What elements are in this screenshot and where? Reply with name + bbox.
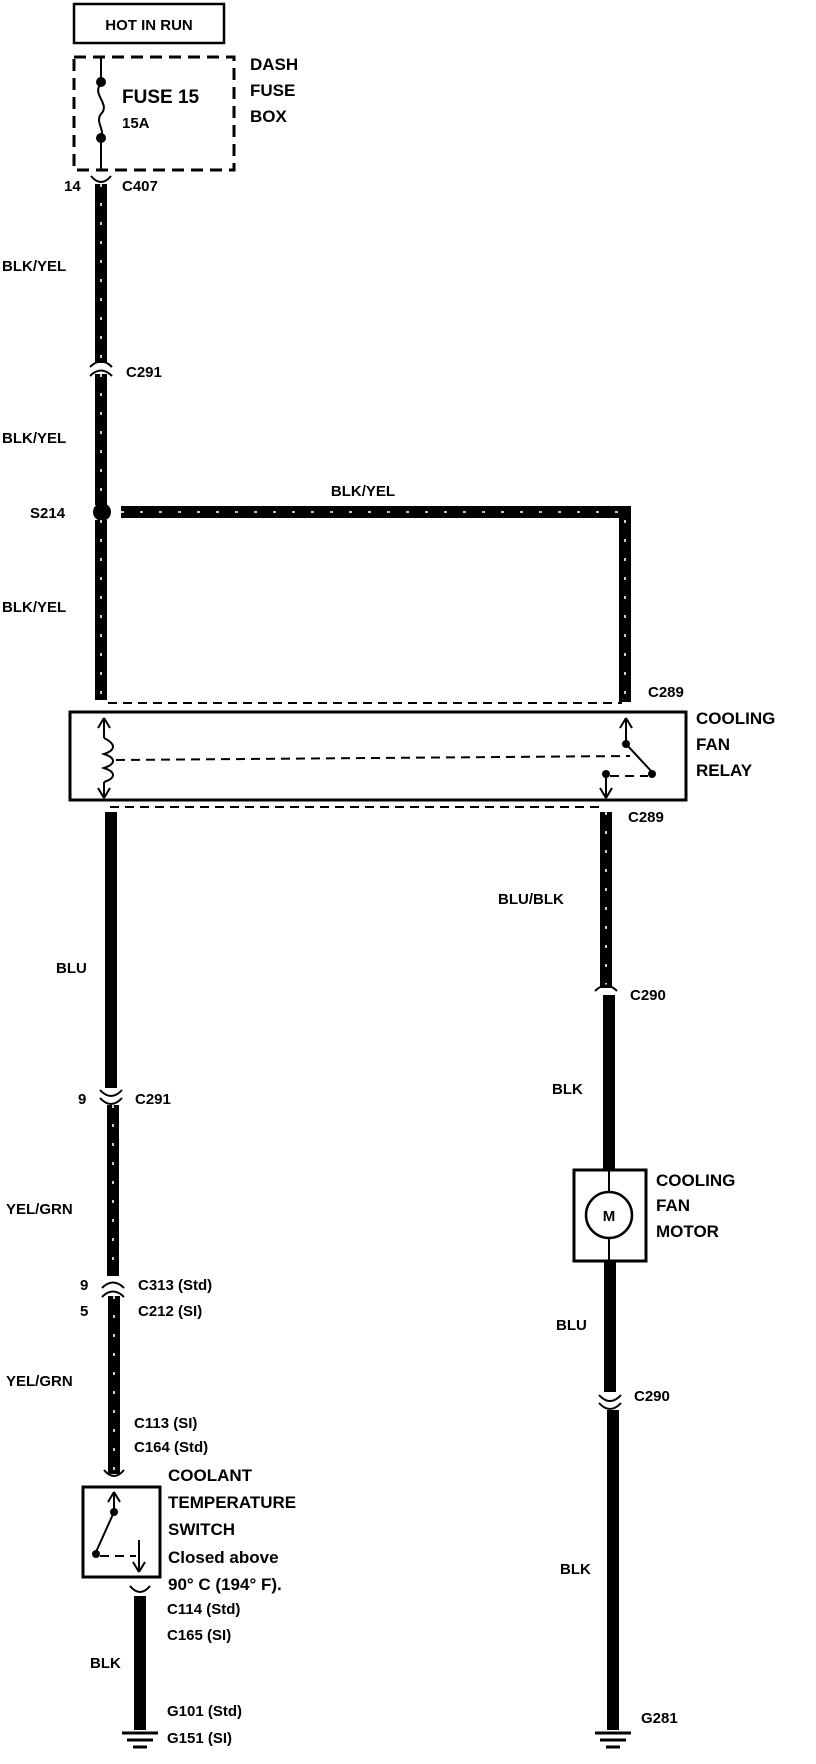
c290-bottom-label: C290 <box>634 1388 670 1405</box>
ground-g101-icon <box>122 1731 158 1749</box>
connector-c291-bottom: 9 C291 <box>78 1089 171 1108</box>
ground-g281-icon <box>595 1731 631 1749</box>
motor-label-3: MOTOR <box>656 1222 719 1241</box>
wire-label-blk-right-1: BLK <box>552 1081 583 1098</box>
c291-bottom-label: C291 <box>135 1091 171 1108</box>
coolant-temperature-switch: COOLANT TEMPERATURE SWITCH Closed above … <box>81 1466 296 1594</box>
fuse-element-icon <box>97 83 105 137</box>
switch-label-4: Closed above <box>168 1548 279 1567</box>
c289-bottom-label: C289 <box>628 809 664 826</box>
temperature-switch-icon <box>95 1511 115 1553</box>
wire-label-blk-yel-horizontal: BLK/YEL <box>331 483 395 500</box>
wire-label-blu-right: BLU <box>556 1317 587 1334</box>
motor-label-2: FAN <box>656 1196 690 1215</box>
relay-switch-icon <box>625 743 653 773</box>
switch-label-5: 90° C (194° F). <box>168 1575 282 1594</box>
c407-label: C407 <box>122 178 158 195</box>
relay-label-3: RELAY <box>696 761 753 780</box>
motor-symbol: M <box>603 1208 616 1225</box>
relay-label-2: FAN <box>696 735 730 754</box>
hot-in-run-label: HOT IN RUN <box>105 17 193 34</box>
relay-coil-icon <box>100 737 114 783</box>
c289-top-label: C289 <box>648 684 684 701</box>
connector-c407: 14 C407 <box>64 175 158 195</box>
dash-fuse-box: FUSE 15 15A DASH FUSE BOX <box>72 55 298 172</box>
g101-label: G101 (Std) <box>167 1703 242 1720</box>
wire-label-yel-grn-2: YEL/GRN <box>6 1373 73 1390</box>
hot-in-run-box: HOT IN RUN <box>72 2 226 45</box>
switch-label-2: TEMPERATURE <box>168 1493 296 1512</box>
fusebox-label-2: FUSE <box>250 81 295 100</box>
c212-pin: 5 <box>80 1303 88 1320</box>
wire-label-blu-left: BLU <box>56 960 87 977</box>
fusebox-label-1: DASH <box>250 55 298 74</box>
splice-s214: S214 <box>30 503 111 522</box>
g281-label: G281 <box>641 1710 678 1727</box>
cooling-fan-motor: M COOLING FAN MOTOR <box>572 1168 735 1263</box>
fuse-rating: 15A <box>122 115 150 132</box>
wire-label-blk-right-2: BLK <box>560 1561 591 1578</box>
c290-top-label: C290 <box>630 987 666 1004</box>
switch-label-3: SWITCH <box>168 1520 235 1539</box>
motor-label-1: COOLING <box>656 1171 735 1190</box>
wire-label-blk-yel-3: BLK/YEL <box>2 599 66 616</box>
wire-label-blk-yel-1: BLK/YEL <box>2 258 66 275</box>
connector-c289-bottom: C289 <box>110 806 664 826</box>
c164-label: C164 (Std) <box>134 1439 208 1456</box>
wire-label-yel-grn-1: YEL/GRN <box>6 1201 73 1218</box>
c165-label: C165 (SI) <box>167 1627 231 1644</box>
c114-label: C114 (Std) <box>167 1601 240 1618</box>
c407-pin: 14 <box>64 178 81 195</box>
wire-blk-left <box>129 1585 151 1730</box>
c291-top-label: C291 <box>126 364 162 381</box>
connector-c291-top: C291 <box>89 360 162 381</box>
connector-c313-c212: 9 C313 (Std) 5 C212 (SI) <box>80 1277 212 1320</box>
wire-label-blk-left: BLK <box>90 1655 121 1672</box>
wire-blk-yel-horizontal <box>121 506 631 702</box>
s214-label: S214 <box>30 505 66 522</box>
g151-label: G151 (SI) <box>167 1730 232 1747</box>
c113-label: C113 (SI) <box>134 1415 197 1432</box>
cooling-fan-relay: COOLING FAN RELAY <box>68 709 775 802</box>
wire-label-blu-blk: BLU/BLK <box>498 891 564 908</box>
switch-label-1: COOLANT <box>168 1466 253 1485</box>
connector-c289-top: C289 <box>108 684 684 704</box>
c212-label: C212 (SI) <box>138 1303 202 1320</box>
fuse-label: FUSE 15 <box>122 87 200 108</box>
wire-label-blk-yel-2: BLK/YEL <box>2 430 66 447</box>
c313-pin: 9 <box>80 1277 88 1294</box>
c291-bottom-pin: 9 <box>78 1091 86 1108</box>
relay-label-1: COOLING <box>696 709 775 728</box>
fusebox-label-3: BOX <box>250 107 288 126</box>
c313-label: C313 (Std) <box>138 1277 212 1294</box>
connector-c290-top: C290 <box>594 984 666 1004</box>
connector-c290-bottom: C290 <box>598 1388 670 1410</box>
